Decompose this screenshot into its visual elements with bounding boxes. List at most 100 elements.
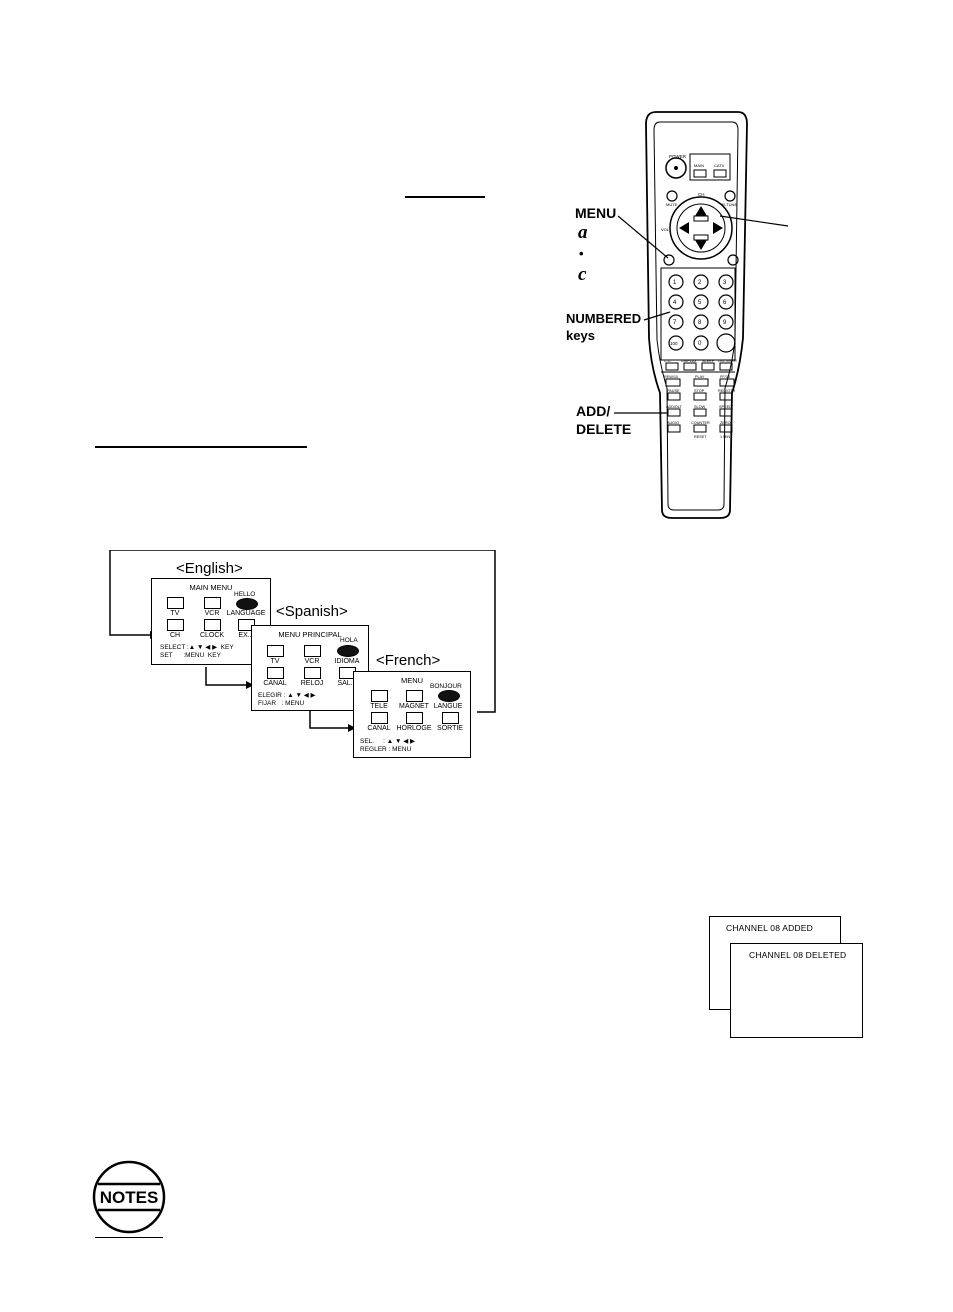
english-icon-label: CLOCK xyxy=(199,632,225,639)
spanish-menu-screen: MENU PRINCIPAL HOLA TV VCR IDIOMA CANAL … xyxy=(251,625,369,711)
french-menu-screen: MENU BONJOUR TELE MAGNET LANGUE CANAL HO… xyxy=(353,671,471,758)
remote-pause-label: PAUSE xyxy=(667,389,680,393)
channel-added-message: CHANNEL 08 ADDED xyxy=(726,923,813,933)
french-icon-label: HORLOGE xyxy=(396,725,432,732)
spanish-hello: HOLA xyxy=(340,637,358,644)
label-menu: MENU xyxy=(575,205,617,221)
clock-icon xyxy=(304,667,321,679)
remote-reset-label: RESET xyxy=(694,435,707,439)
remote-key-8: 8 xyxy=(698,320,702,326)
label-delete: DELETE xyxy=(576,421,632,437)
remote-rtune-label: R-TUNE xyxy=(722,202,737,207)
remote-catv-label: CATV xyxy=(714,163,725,168)
vcr-icon xyxy=(204,597,221,609)
remote-rew-label: REW/10 xyxy=(664,375,678,379)
english-icon-label: VCR xyxy=(204,610,220,617)
label-keys: keys xyxy=(566,328,595,343)
underline-1 xyxy=(405,196,485,198)
french-icon-label: TELE xyxy=(370,703,388,710)
english-hello: HELLO xyxy=(234,591,256,598)
remote-slow-label: SLOW xyxy=(694,405,706,409)
spanish-icon-label: IDIOMA xyxy=(334,658,360,665)
lang-label-english: <English> xyxy=(176,560,243,577)
antenna-icon xyxy=(267,667,284,679)
remote-key-5: 5 xyxy=(698,300,702,306)
remote-ff-label: FF/34 xyxy=(720,375,730,379)
notes-badge: NOTES xyxy=(92,1160,166,1234)
spanish-select-line: ELEGIR : ▲ ▼ ◀ ▶ xyxy=(258,692,316,699)
antenna-icon xyxy=(167,619,184,631)
spanish-icon-label: TV xyxy=(270,658,280,665)
spanish-icon-label: CANAL xyxy=(263,680,287,687)
label-numbered: NUMBERED xyxy=(566,311,642,326)
channel-deleted-screen: CHANNEL 08 DELETED xyxy=(730,943,863,1038)
vcr-icon xyxy=(406,690,423,702)
label-bullet-c: c xyxy=(578,264,587,285)
french-icon-label: MAGNET xyxy=(399,703,429,710)
remote-key-3: 3 xyxy=(723,280,727,286)
underline-2 xyxy=(95,446,307,448)
tv-icon xyxy=(167,597,184,609)
english-set-line: SET :MENU KEY xyxy=(160,652,221,659)
remote-audio-label: AUDIO xyxy=(667,421,679,425)
remote-key-4: 4 xyxy=(673,300,677,306)
clock-icon xyxy=(204,619,221,631)
clock-icon xyxy=(406,712,423,724)
tv-icon xyxy=(267,645,284,657)
label-bullet-a: a xyxy=(578,222,588,243)
remote-sleep-label: SLEEP xyxy=(702,359,715,363)
french-set-line: REGLER : MENU xyxy=(360,746,412,753)
remote-power-label: POWER xyxy=(669,154,687,159)
exit-icon xyxy=(442,712,459,724)
english-icon-label: LANGUAGE xyxy=(226,610,266,617)
tv-icon xyxy=(371,690,388,702)
remote-vol-label: VOL xyxy=(661,227,670,232)
french-select-line: SEL. : ▲ ▼ ◀ ▶ xyxy=(360,738,416,745)
remote-adddlt-label: ADD/DLT xyxy=(666,405,683,409)
remote-illustration: POWER MAIN CATV CH MUTE R-TUNE VOL 1 2 3… xyxy=(560,108,810,528)
label-add: ADD/ xyxy=(576,403,611,419)
remote-key-1: 1 xyxy=(673,280,677,286)
remote-stop-label: STOP xyxy=(694,389,705,393)
remote-key-6: 6 xyxy=(723,300,727,306)
language-icon xyxy=(337,645,359,657)
remote-mute-label: MUTE xyxy=(666,202,678,207)
remote-key-7: 7 xyxy=(673,320,677,326)
french-icon-label: CANAL xyxy=(367,725,391,732)
remote-key-0: 0 xyxy=(698,341,702,347)
remote-ch-label: CH xyxy=(698,192,705,197)
remote-key-9: 9 xyxy=(723,320,727,326)
remote-speed-label: SPEED xyxy=(719,405,732,409)
french-icon-label: SORTIE xyxy=(437,725,463,732)
spanish-menu-title: MENU PRINCIPAL xyxy=(278,630,342,639)
notes-icon: NOTES xyxy=(92,1160,166,1234)
language-icon xyxy=(438,690,460,702)
remote-display-label: DISPLAY xyxy=(681,359,697,363)
remote-cc-label: C.C. xyxy=(664,359,672,363)
notes-underline xyxy=(95,1237,163,1238)
french-hello: BONJOUR xyxy=(430,683,462,690)
remote-main-label: MAIN xyxy=(694,163,704,168)
label-bullet-dot: • xyxy=(579,246,584,261)
vcr-icon xyxy=(304,645,321,657)
spanish-set-line: FIJAR : MENU xyxy=(258,700,305,707)
remote-key-2: 2 xyxy=(698,280,702,286)
antenna-icon xyxy=(371,712,388,724)
remote-drawing: POWER MAIN CATV CH MUTE R-TUNE VOL 1 2 3… xyxy=(614,111,789,519)
english-icon-label: CH xyxy=(169,632,181,639)
remote-play-label: PLAY xyxy=(695,375,705,379)
spanish-icon-label: VCR xyxy=(304,658,320,665)
remote-tmin-label: 1 MIN xyxy=(720,435,730,439)
remote-counter-label: COUNTER xyxy=(691,421,710,425)
lang-label-french: <French> xyxy=(376,652,441,669)
english-icon-label: EX... xyxy=(238,632,254,639)
english-menu-title: MAIN MENU xyxy=(189,583,233,592)
notes-label: NOTES xyxy=(100,1188,159,1207)
lang-label-spanish: <Spanish> xyxy=(276,603,348,620)
remote-zero-label: ZERO xyxy=(720,421,731,425)
english-icon-label: TV xyxy=(170,610,180,617)
spanish-icon-label: RELOJ xyxy=(300,680,324,687)
remote-ontimer-label: ON-TIMER xyxy=(718,359,737,363)
channel-deleted-message: CHANNEL 08 DELETED xyxy=(749,950,847,960)
remote-rec-label: REC/OTR xyxy=(718,389,735,393)
